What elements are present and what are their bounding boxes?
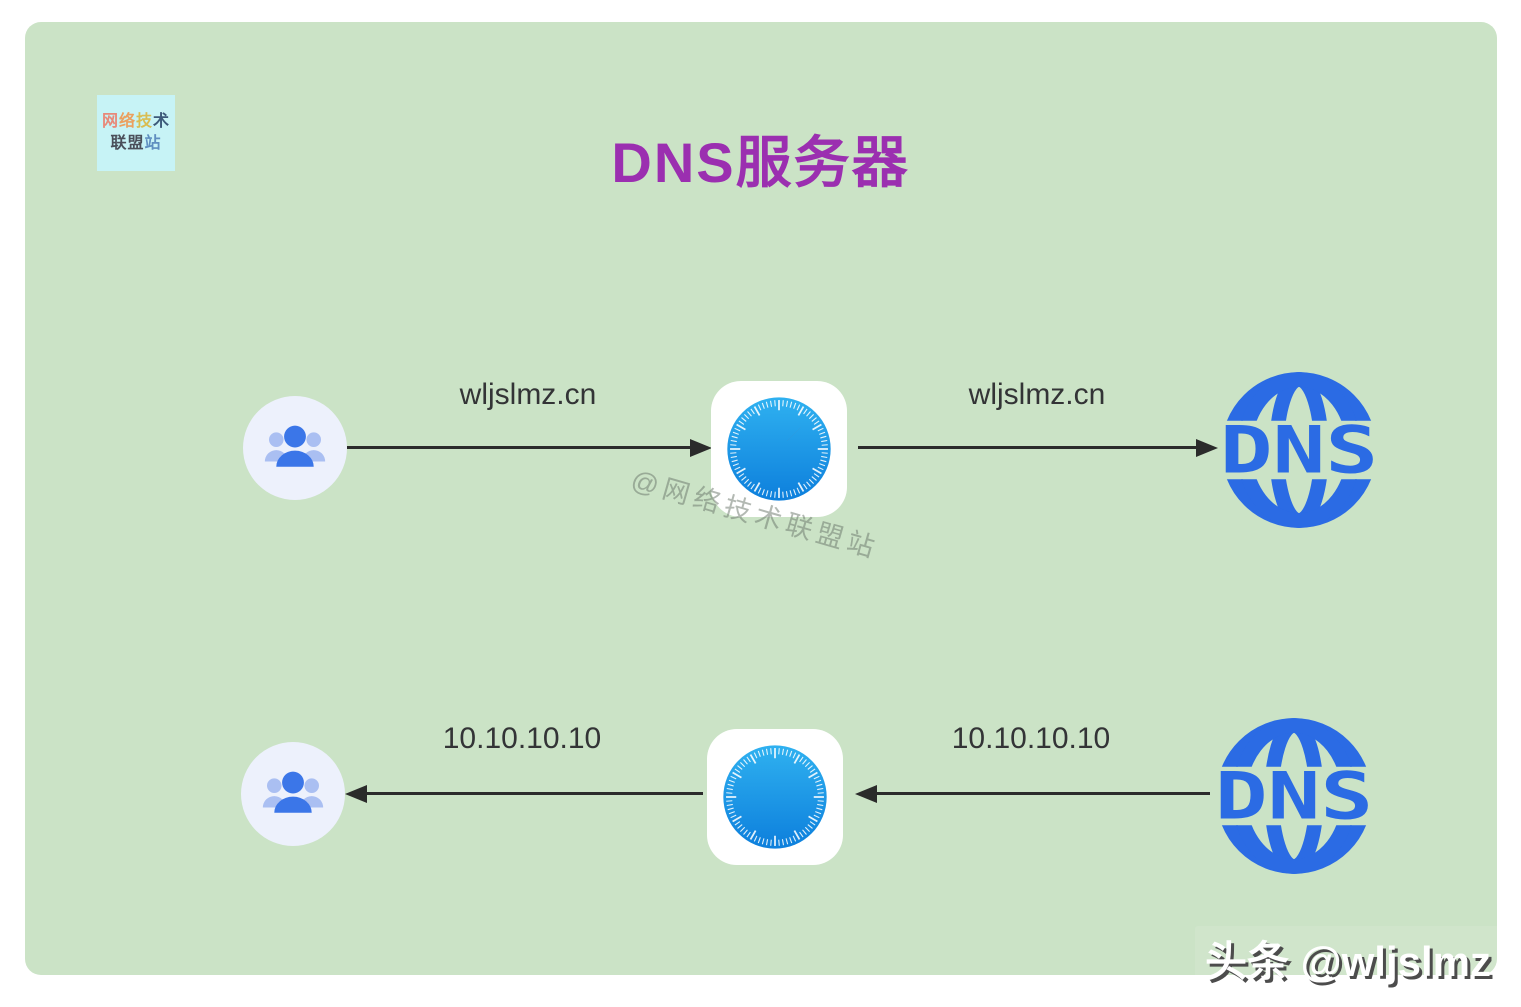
site-logo: 网络技术 联盟站: [97, 95, 175, 171]
label-answer-ip-2: 10.10.10.10: [951, 722, 1111, 755]
dns-server-icon: DNS: [1220, 372, 1378, 528]
arrowhead-left-icon: [855, 784, 877, 803]
page-title: DNS服务器: [611, 131, 910, 194]
arrow-browser-to-user: [365, 792, 703, 795]
logo-char: 技: [136, 113, 154, 131]
logo-char: 术: [153, 113, 171, 131]
dns-label: DNS: [1215, 758, 1373, 834]
arrowhead-right-icon: [1196, 438, 1218, 457]
footer-watermark: 头条 @wljslmz: [1194, 926, 1501, 991]
arrowhead-left-icon: [345, 784, 367, 803]
label-query-domain-1: wljslmz.cn: [459, 378, 597, 411]
arrow-browser-to-dns: [858, 446, 1198, 449]
arrowhead-right-icon: [690, 438, 712, 457]
logo-char: 联: [110, 135, 128, 152]
site-logo-line1: 网络技术: [102, 111, 170, 133]
logo-char: 络: [118, 113, 136, 131]
logo-char: 站: [144, 135, 162, 152]
logo-char: 网: [101, 113, 119, 131]
label-query-domain-2: wljslmz.cn: [968, 378, 1106, 411]
label-answer-ip-1: 10.10.10.10: [442, 722, 602, 755]
arrow-user-to-browser: [347, 446, 692, 449]
dns-server-icon: DNS: [1215, 718, 1373, 874]
arrow-dns-to-browser: [875, 792, 1210, 795]
user-group-icon: [241, 742, 345, 846]
logo-char: 盟: [127, 135, 145, 152]
safari-browser-icon: [707, 729, 843, 865]
safari-browser-icon: [711, 381, 847, 517]
site-logo-line2: 联盟站: [110, 133, 161, 155]
user-group-icon: [243, 396, 347, 500]
dns-label: DNS: [1220, 412, 1378, 488]
